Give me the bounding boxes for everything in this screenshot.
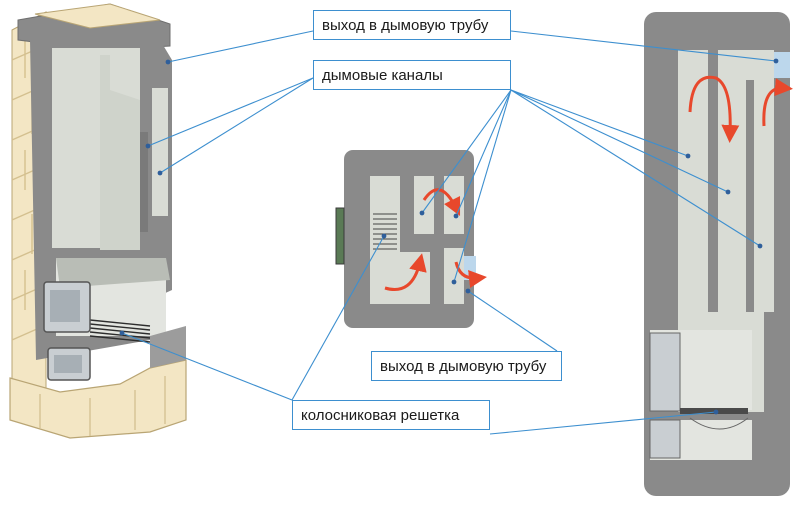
stove-base bbox=[9, 359, 187, 439]
section-channel-3 bbox=[754, 50, 774, 312]
plan-firebox bbox=[370, 176, 400, 304]
section-door bbox=[649, 332, 681, 412]
section-outlet bbox=[774, 52, 790, 78]
section-flow-arrows bbox=[688, 75, 793, 143]
label-chimney-outlet-top: выход в дымовую трубу bbox=[313, 10, 511, 40]
plan-channel-1 bbox=[414, 176, 434, 234]
leader-dots bbox=[119, 58, 779, 415]
plan-door-handle bbox=[335, 207, 345, 265]
plan-channel-3 bbox=[444, 248, 464, 304]
stove-3d-cutaway bbox=[9, 3, 187, 439]
section-ash-door bbox=[649, 419, 681, 459]
label-grate: колосниковая решетка bbox=[292, 400, 490, 430]
section-channel-2 bbox=[718, 50, 746, 312]
stove-vertical-section bbox=[644, 12, 793, 496]
label-chimney-outlet-mid: выход в дымовую трубу bbox=[371, 351, 562, 381]
grate-3d bbox=[89, 319, 151, 343]
label-smoke-channels: дымовые каналы bbox=[313, 60, 511, 90]
leader-lines bbox=[121, 30, 777, 435]
stove-plan-view bbox=[335, 150, 487, 328]
plan-flow-arrows bbox=[384, 188, 487, 291]
